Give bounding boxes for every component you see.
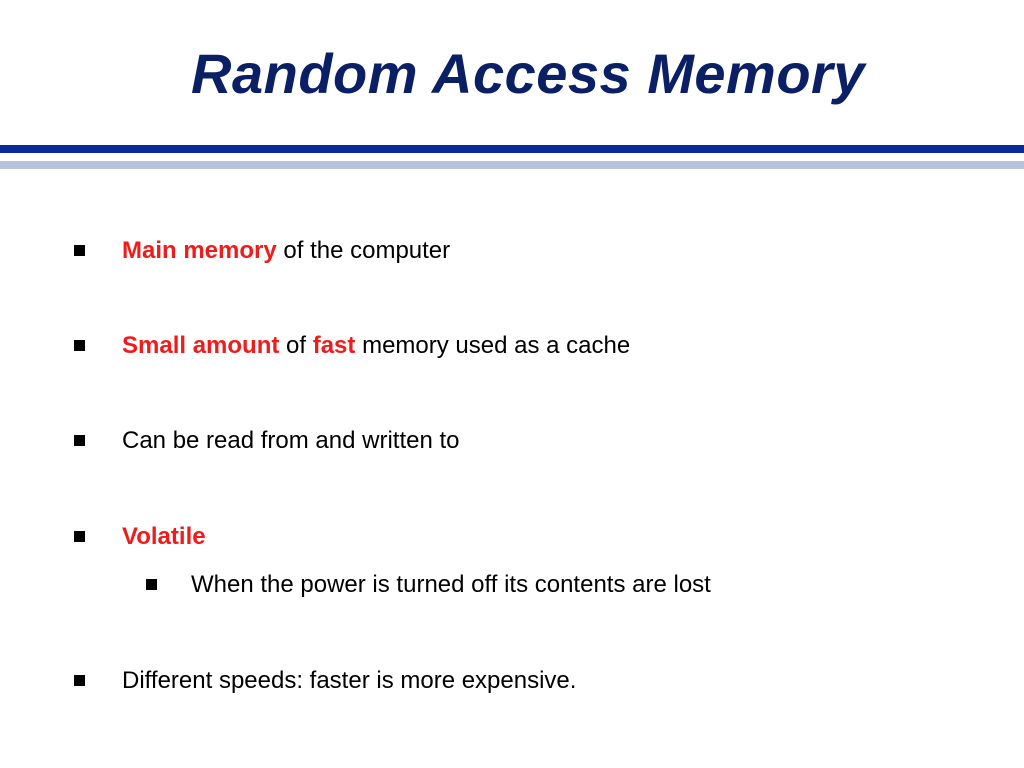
bullet-text: When the power is turned off its content… [191, 570, 711, 600]
square-bullet-icon [74, 245, 85, 256]
title-underline-dark [0, 145, 1024, 153]
highlighted-term: Main memory [122, 237, 277, 264]
slide-title: Random Access Memory [191, 42, 865, 105]
bullet-text-segment: Different speeds: faster is more expensi… [122, 667, 577, 694]
highlighted-term: Small amount [122, 332, 280, 359]
title-underline-light [0, 161, 1024, 169]
bullet-text-segment: memory used as a cache [355, 332, 631, 359]
highlighted-term: fast [312, 332, 356, 359]
bullet-text-segment: of the computer [276, 237, 451, 264]
bullet-text-segment: When the power is turned off its content… [191, 571, 711, 598]
square-bullet-icon [74, 435, 85, 446]
square-bullet-icon [74, 675, 85, 686]
square-bullet-icon [74, 340, 85, 351]
square-bullet-icon [74, 531, 85, 542]
bullet-text-segment: Can be read from and written to [122, 427, 460, 454]
bullet-text-segment: of [279, 332, 313, 359]
bullet-text: Can be read from and written to [122, 426, 460, 456]
bullet-text: Main memory of the computer [122, 236, 450, 266]
highlighted-term: Volatile [122, 523, 206, 550]
bullet-text: Small amount of fast memory used as a ca… [122, 331, 630, 361]
square-bullet-icon [146, 579, 157, 590]
bullet-text: Different speeds: faster is more expensi… [122, 666, 576, 696]
bullet-text: Volatile [122, 522, 206, 552]
